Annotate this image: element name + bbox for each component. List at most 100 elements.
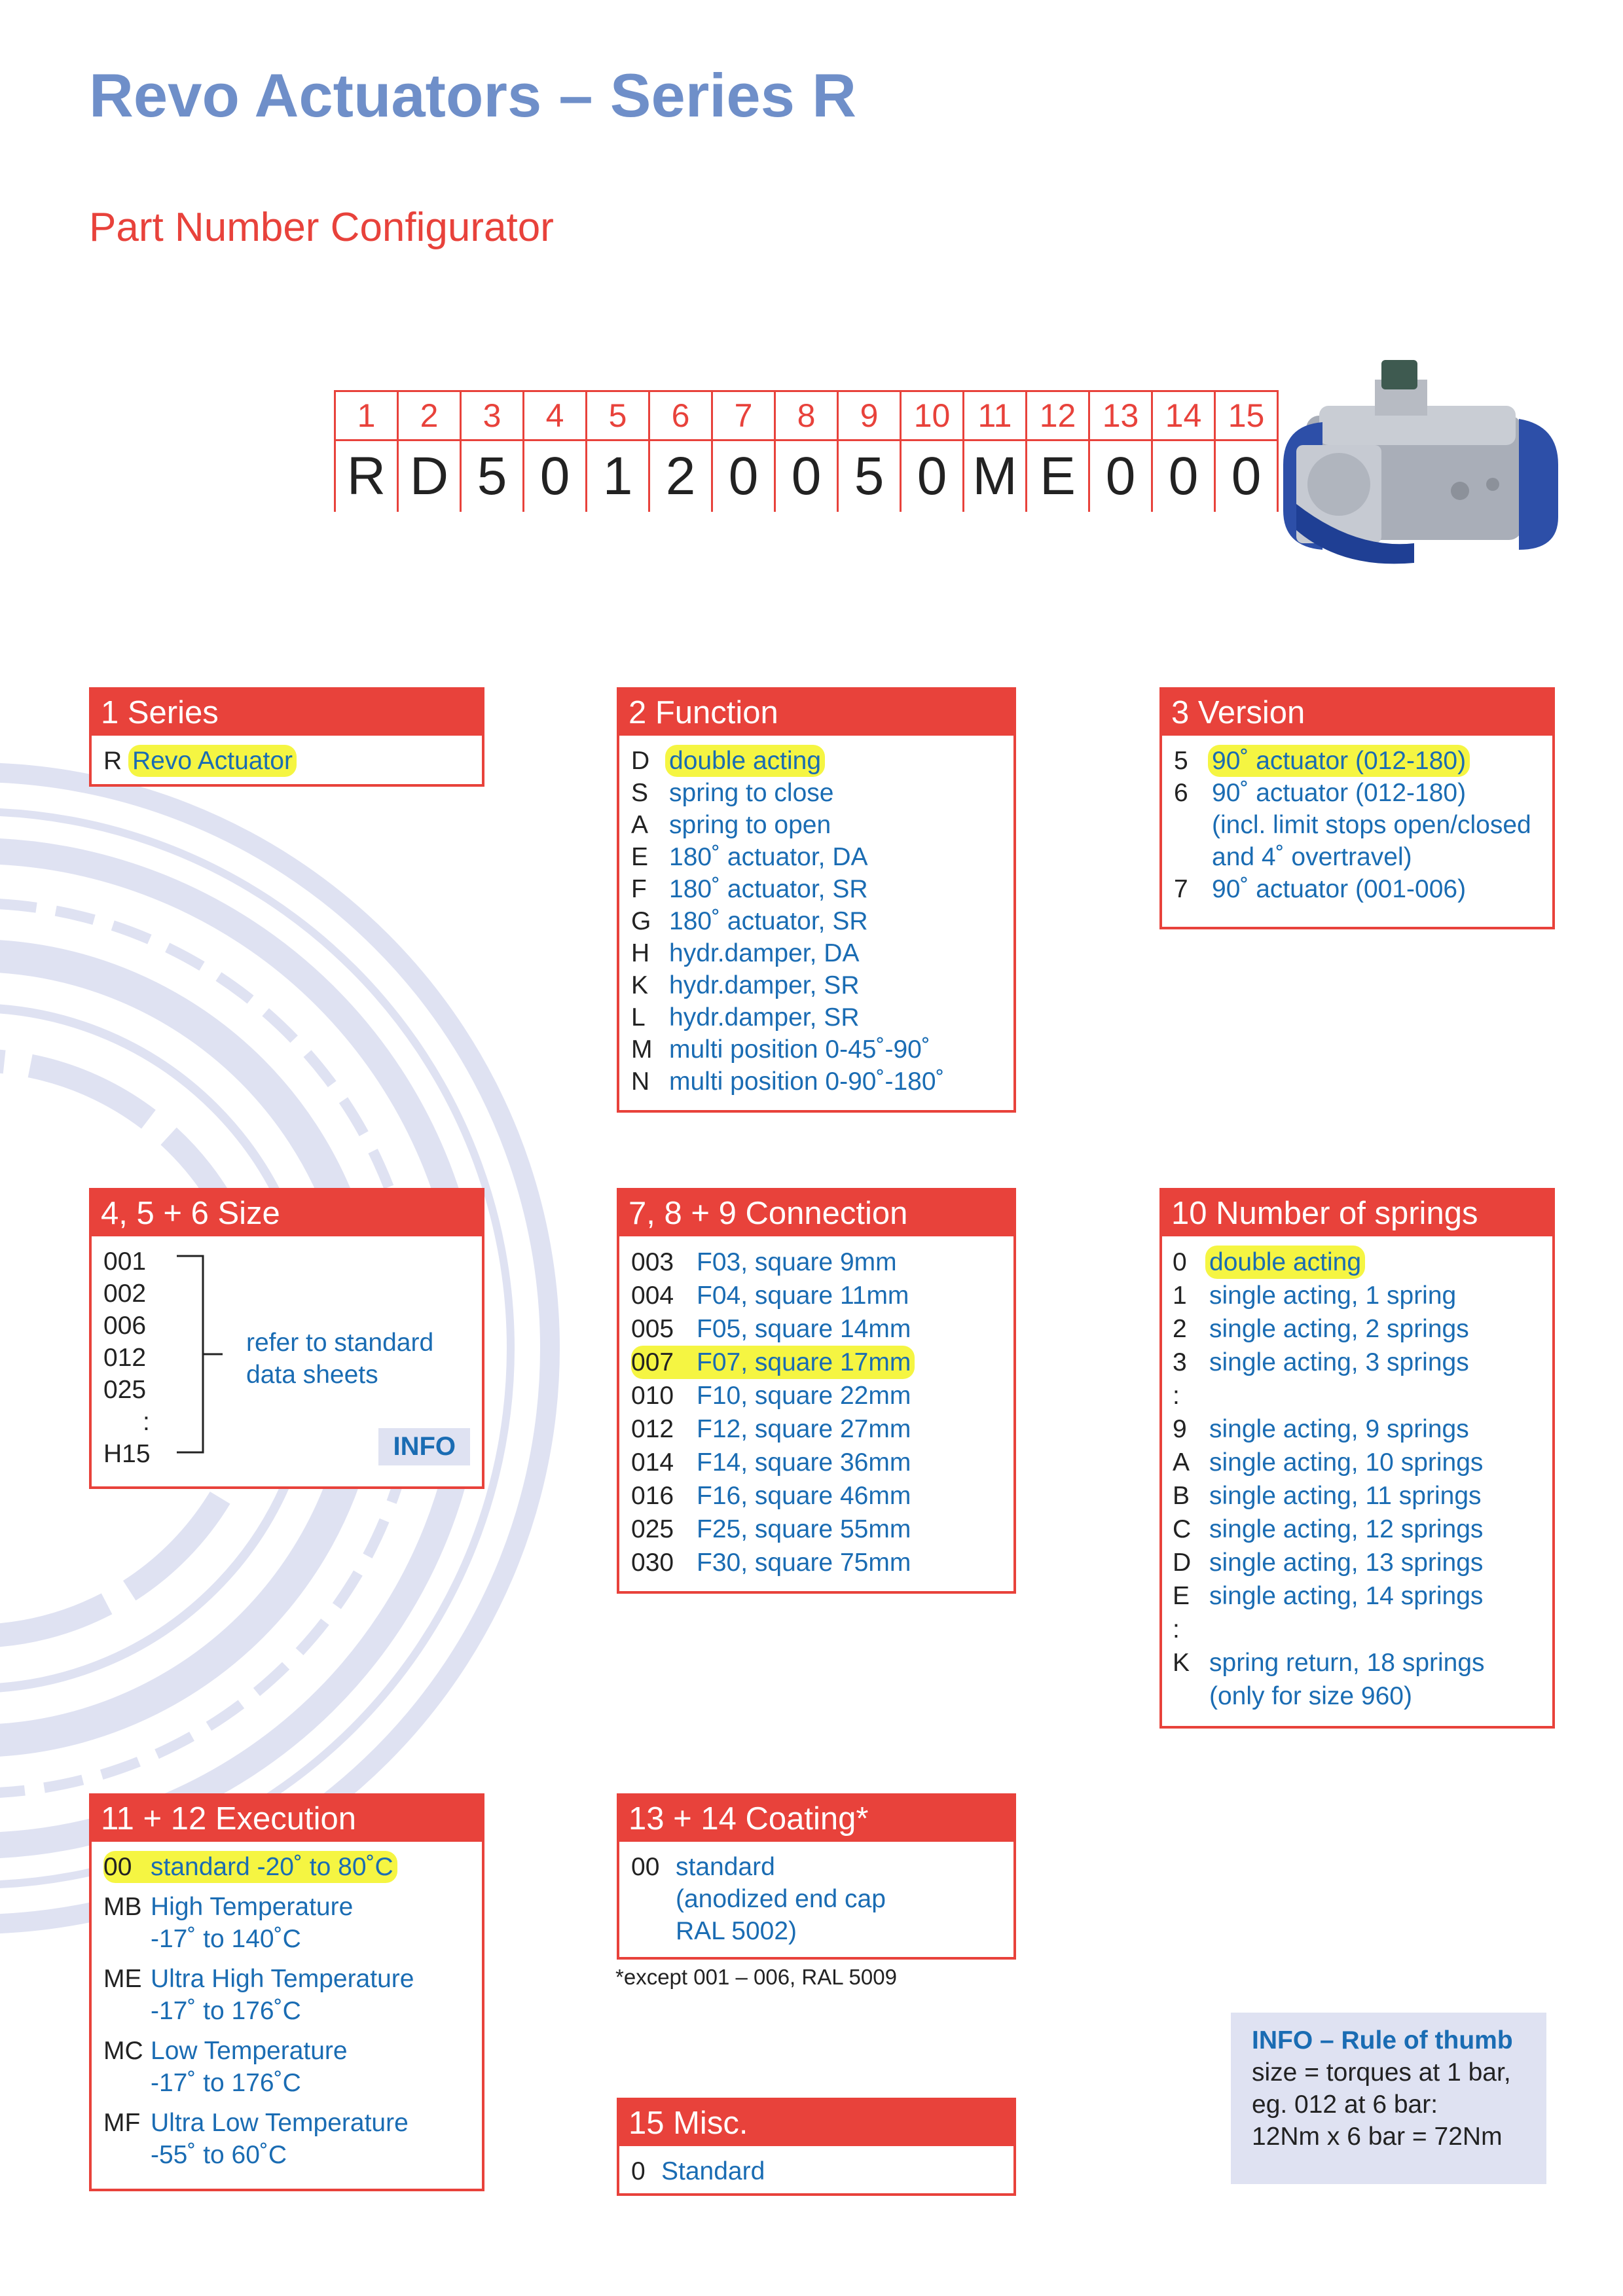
- pn-value: 1: [585, 440, 650, 512]
- execution-range: -17˚ to 176˚C: [151, 1997, 301, 2025]
- function-code: E: [631, 843, 649, 871]
- pn-value: D: [397, 440, 462, 512]
- springs-code: 1: [1173, 1282, 1187, 1310]
- version-label: (incl. limit stops open/closed: [1212, 811, 1531, 839]
- execution-range: -17˚ to 176˚C: [151, 2069, 301, 2097]
- execution-label: Ultra High Temperature: [151, 1965, 414, 1993]
- function-code: M: [631, 1035, 653, 1064]
- connection-code: 016: [631, 1482, 674, 1510]
- misc-box: 15 Misc. 0 Standard: [617, 2098, 1016, 2196]
- pn-position: 7: [711, 390, 776, 441]
- springs-label: single acting, 3 springs: [1209, 1348, 1469, 1376]
- connection-code: 004: [631, 1282, 674, 1310]
- pn-position: 15: [1214, 390, 1279, 441]
- pn-position: 5: [585, 390, 650, 441]
- connection-label: F30, square 75mm: [697, 1549, 911, 1577]
- springs-code: 2: [1173, 1315, 1187, 1343]
- info-button[interactable]: INFO: [378, 1428, 470, 1465]
- connection-code: 030: [631, 1549, 674, 1577]
- springs-code: 0: [1173, 1248, 1187, 1276]
- springs-code: :: [1173, 1615, 1180, 1643]
- page-subtitle: Part Number Configurator: [89, 205, 554, 250]
- series-box: 1 Series R Revo Actuator: [89, 687, 484, 787]
- execution-range: -55˚ to 60˚C: [151, 2141, 287, 2169]
- list-item: (only for size 960): [1173, 1679, 1552, 1713]
- pn-position: 13: [1088, 390, 1153, 441]
- connection-code: 005: [631, 1315, 674, 1343]
- coating-line: (anodized end cap: [676, 1885, 886, 1913]
- function-label: 180˚ actuator, DA: [669, 843, 868, 871]
- coating-line: standard: [676, 1853, 775, 1881]
- size-code: 006: [103, 1312, 147, 1340]
- springs-code: E: [1173, 1582, 1190, 1610]
- list-item: 0 Standard: [631, 2157, 765, 2185]
- connection-label: F14, square 36mm: [697, 1448, 911, 1477]
- info-line: eg. 012 at 6 bar:: [1252, 2090, 1438, 2119]
- springs-label: double acting: [1205, 1246, 1366, 1279]
- version-label: and 4˚ overtravel): [1212, 843, 1412, 871]
- springs-code: 9: [1173, 1415, 1187, 1443]
- function-label: hydr.damper, DA: [669, 939, 860, 967]
- connection-label: F25, square 55mm: [697, 1515, 911, 1543]
- version-code: 5: [1174, 747, 1188, 775]
- series-header: 1 Series: [92, 690, 482, 736]
- pn-position: 14: [1151, 390, 1216, 441]
- pn-value: 0: [1214, 440, 1279, 512]
- pn-position: 8: [774, 390, 839, 441]
- function-code: D: [631, 747, 650, 775]
- function-label: 180˚ actuator, SR: [669, 875, 868, 903]
- springs-label: single acting, 12 springs: [1209, 1515, 1484, 1543]
- coating-code: 00: [631, 1853, 660, 1881]
- pn-value: 0: [522, 440, 587, 512]
- execution-range: -17˚ to 140˚C: [151, 1925, 301, 1953]
- pn-position: 3: [460, 390, 524, 441]
- connection-code: 007: [631, 1346, 697, 1379]
- pn-value: 0: [1151, 440, 1216, 512]
- pn-position: 2: [397, 390, 462, 441]
- connection-label: F05, square 14mm: [697, 1315, 911, 1343]
- springs-code: [1173, 1679, 1209, 1713]
- springs-label: single acting, 11 springs: [1209, 1482, 1482, 1510]
- size-code: 012: [103, 1344, 147, 1372]
- connection-label: F10, square 22mm: [697, 1382, 911, 1410]
- list-item: E 180˚ actuator, DA: [631, 841, 1013, 873]
- coating-line: RAL 5002): [676, 1917, 797, 1945]
- pn-value: 2: [648, 440, 713, 512]
- springs-label: single acting, 14 springs: [1209, 1582, 1484, 1610]
- list-item: 005 F05, square 14mm: [631, 1312, 1013, 1346]
- function-label: hydr.damper, SR: [669, 1003, 860, 1031]
- springs-label: single acting, 1 spring: [1209, 1282, 1457, 1310]
- misc-header: 15 Misc.: [619, 2100, 1013, 2146]
- function-code: L: [631, 1003, 646, 1031]
- pn-position: 4: [522, 390, 587, 441]
- execution-label: High Temperature: [151, 1893, 354, 1921]
- size-code: H15: [103, 1440, 151, 1468]
- version-code: 7: [1174, 875, 1188, 903]
- function-label: 180˚ actuator, SR: [669, 907, 868, 935]
- connection-label: F03, square 9mm: [697, 1248, 897, 1276]
- series-code: R: [103, 747, 122, 775]
- size-bracket: [177, 1255, 223, 1454]
- springs-code: D: [1173, 1549, 1192, 1577]
- version-header: 3 Version: [1162, 690, 1552, 736]
